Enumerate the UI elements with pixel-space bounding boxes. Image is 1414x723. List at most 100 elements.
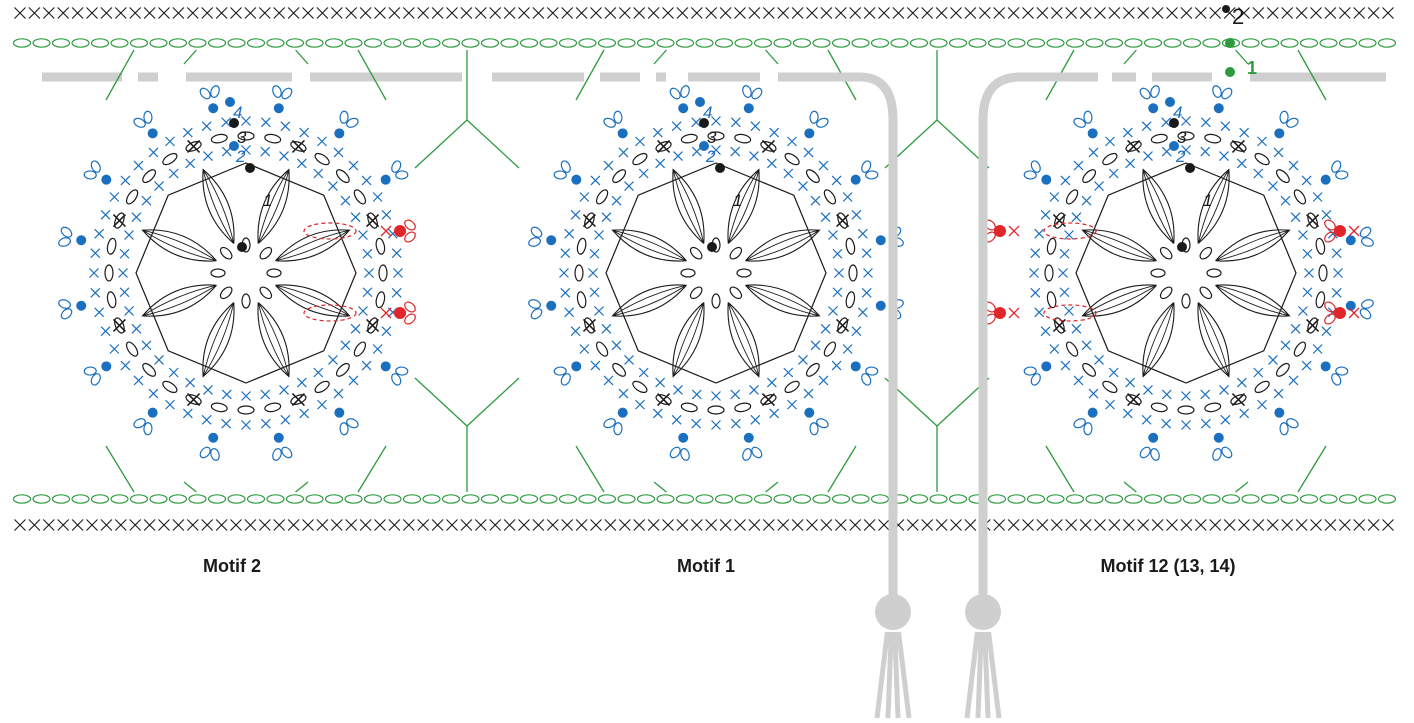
petal-inner bbox=[1082, 229, 1157, 262]
border-top-sc bbox=[1209, 7, 1222, 19]
round-4-sc bbox=[1288, 160, 1299, 171]
border-bottom-sc bbox=[935, 519, 948, 531]
border-top-chain bbox=[500, 38, 519, 48]
border-bottom-sc bbox=[618, 519, 631, 531]
border-bottom-chain bbox=[344, 494, 363, 504]
border-top-sc bbox=[1266, 7, 1279, 19]
border-bottom-sc bbox=[114, 519, 127, 531]
border-top-chain bbox=[110, 38, 129, 48]
round-4-sc bbox=[201, 121, 212, 132]
round-2-sc bbox=[638, 367, 649, 378]
border-row-2-marker bbox=[1222, 5, 1230, 13]
round-2-sc bbox=[810, 195, 821, 206]
round-4-sc bbox=[391, 248, 402, 259]
center-chain bbox=[266, 268, 282, 278]
picot-chain bbox=[1221, 87, 1233, 100]
border-bottom-chain bbox=[1182, 494, 1202, 504]
border-bottom-sc bbox=[590, 519, 602, 531]
border-top-sc bbox=[345, 7, 358, 19]
border-bottom-sc bbox=[1324, 519, 1337, 531]
round-3-chain bbox=[584, 317, 595, 334]
round-4-sc bbox=[1220, 414, 1231, 425]
round-4-sc bbox=[1073, 375, 1084, 386]
round-4-sc bbox=[1181, 116, 1191, 126]
picot-slip-stitch bbox=[571, 361, 582, 372]
round-2-slip-stitch bbox=[1169, 141, 1179, 151]
round-2-sc bbox=[730, 146, 741, 157]
round-4-sc bbox=[1331, 287, 1342, 298]
border-top-sc bbox=[460, 7, 473, 19]
round-2-slip-stitch bbox=[229, 141, 239, 151]
petal-inner bbox=[727, 169, 760, 244]
border-top-chain bbox=[32, 38, 51, 48]
round-3-chain bbox=[1082, 169, 1097, 184]
round-2-sc bbox=[611, 340, 622, 351]
round-2-sc bbox=[810, 340, 821, 351]
border-bottom-chain bbox=[12, 494, 32, 504]
round-1-slip-stitch bbox=[715, 163, 725, 173]
round-2-sc bbox=[832, 287, 843, 298]
picot-chain bbox=[133, 418, 146, 429]
ribbon-front-layer bbox=[778, 72, 1098, 719]
petal-cluster bbox=[257, 302, 290, 378]
picot-chain bbox=[281, 87, 293, 100]
round-2-sc bbox=[185, 158, 196, 169]
round-2-sc bbox=[313, 168, 324, 179]
picot-chain bbox=[1361, 299, 1374, 309]
border-bottom-chain bbox=[656, 494, 675, 504]
round-2-sc bbox=[624, 355, 634, 365]
picot-slip-stitch bbox=[334, 407, 345, 418]
petal-outline bbox=[257, 302, 290, 378]
round-2-sc bbox=[624, 181, 634, 191]
border-bottom-sc bbox=[662, 519, 674, 531]
picot-slip-stitch bbox=[850, 361, 861, 372]
border-top-sc bbox=[777, 7, 790, 19]
round-3-sc bbox=[761, 393, 775, 407]
border-top-sc bbox=[330, 7, 343, 19]
border-bottom-sc bbox=[1094, 519, 1106, 531]
border-top-sc bbox=[158, 7, 170, 19]
petal-inner bbox=[202, 169, 235, 244]
border-top-sc bbox=[604, 7, 617, 19]
round-2-sc bbox=[673, 151, 683, 161]
green-join-line bbox=[414, 377, 468, 427]
round-2-sc bbox=[141, 340, 152, 351]
border-bottom-sc bbox=[1266, 519, 1279, 531]
motif-1 bbox=[528, 85, 904, 461]
round-4-sc bbox=[1034, 307, 1045, 318]
border-bottom-chain bbox=[1202, 494, 1221, 504]
border-top-sc bbox=[1108, 7, 1121, 19]
round-3-chain bbox=[237, 131, 255, 141]
border-top-chain bbox=[227, 38, 246, 48]
round-2-sc bbox=[154, 355, 164, 365]
round-3-chain bbox=[707, 131, 725, 141]
round-3-chain bbox=[848, 264, 858, 282]
round-3-slip-stitch bbox=[1169, 118, 1179, 128]
round-3-chain bbox=[734, 402, 752, 413]
picot-chain bbox=[1083, 422, 1093, 436]
round-3-chain bbox=[632, 380, 648, 394]
border-bottom-sc bbox=[316, 519, 329, 531]
round-3-chain bbox=[1044, 264, 1054, 282]
round-4-sc bbox=[348, 160, 359, 171]
petal-inner bbox=[612, 229, 687, 262]
round-2-sc bbox=[1253, 168, 1264, 179]
round-4-sc bbox=[361, 360, 372, 371]
border-top-sc bbox=[172, 7, 185, 19]
picot-slip-stitch bbox=[804, 128, 815, 139]
round-3-chain bbox=[1318, 264, 1328, 282]
border-bottom-sc bbox=[201, 519, 214, 531]
border-top-sc bbox=[86, 7, 98, 19]
green-join-line bbox=[183, 481, 197, 493]
border-top-sc bbox=[244, 7, 257, 19]
round-4-sc bbox=[260, 418, 271, 429]
round-4-sc bbox=[1273, 388, 1284, 399]
round-4-sc bbox=[652, 127, 663, 138]
round-2-sc bbox=[828, 230, 838, 240]
picot-slip-stitch bbox=[850, 174, 861, 185]
round-4-sc bbox=[317, 136, 327, 147]
round-3-chain bbox=[106, 291, 117, 309]
border-top-chain bbox=[1377, 38, 1397, 48]
round-4-sc bbox=[1200, 117, 1211, 128]
